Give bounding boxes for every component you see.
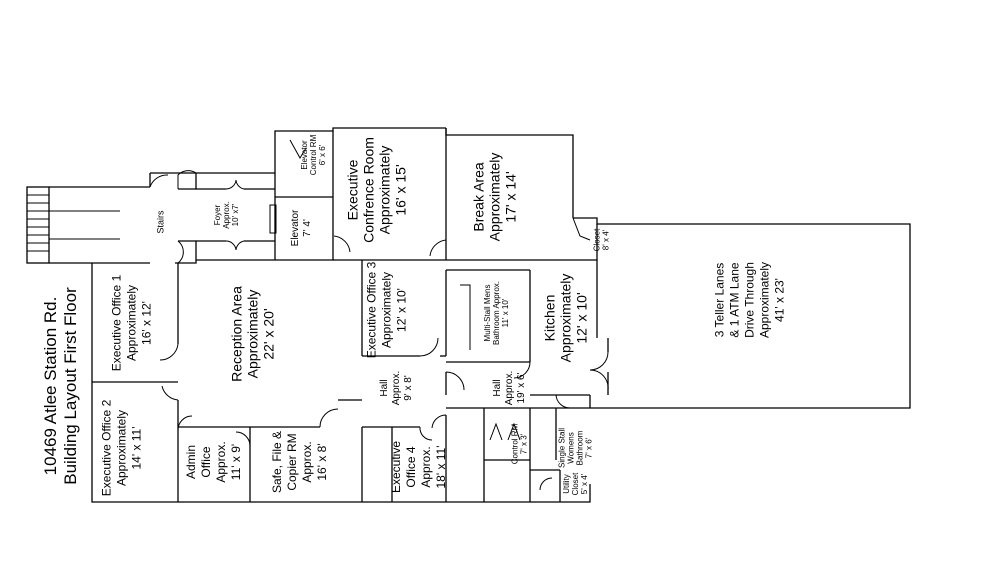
room-label-line: Drive Through <box>742 262 756 338</box>
room-label-line: Bathroom <box>576 430 585 465</box>
room-label-line: 12' x 10' <box>574 292 590 343</box>
room-label-line: Approximately <box>377 146 393 235</box>
room-label-line: Break Area <box>471 162 487 231</box>
room-label-line: 10' x7' <box>231 203 240 226</box>
room-label-line: Office 4 <box>404 446 418 487</box>
room-label-line: Approx. <box>504 371 515 405</box>
room-label-line: 7' 4' <box>302 219 313 237</box>
room-label-line: Closet <box>571 472 580 495</box>
room-label-line: 16' x 12' <box>139 301 153 345</box>
room-label-line: Copier RM <box>285 433 299 490</box>
walls <box>26 127 911 503</box>
room-label-line: Hall <box>492 379 503 396</box>
room-label-line: Closet <box>593 228 602 251</box>
room-label-line: 22' x 20' <box>261 308 277 359</box>
room-label-line: Approx. <box>300 441 314 482</box>
room-label-line: Control RM <box>511 423 520 464</box>
room-label-line: 19' x 6' <box>516 372 527 403</box>
room-label-line: Office <box>199 446 213 477</box>
room-label-line: Foyer <box>213 204 222 225</box>
room-label-line: Confrence Room <box>361 137 377 243</box>
room-label-line: Multi-Stall Mens <box>483 285 492 342</box>
room-label-line: Approx. <box>214 441 228 482</box>
room-label-line: Approximately <box>487 153 503 242</box>
title-line-1: 10469 Atlee Station Rd. <box>41 297 60 476</box>
room-label-line: Womens <box>567 432 576 463</box>
room-label-line: 12' x 10' <box>394 288 408 332</box>
room-label-line: & 1 ATM Lane <box>727 262 741 337</box>
room-label-line: 11' x 10' <box>501 298 510 327</box>
room-label-line: Approximately <box>757 262 771 338</box>
room-label-line: Elevator <box>290 209 301 246</box>
room-label-line: 9' x 8' <box>403 375 414 401</box>
room-label-line: Approximately <box>114 410 128 486</box>
room-label-line: Approximately <box>245 290 261 379</box>
room-label-line: Kitchen <box>542 295 558 342</box>
stair-treads <box>26 172 196 264</box>
room-label-line: Approx. <box>222 201 231 229</box>
room-label-line: Utility <box>562 474 571 494</box>
room-label-line: Control RM <box>309 134 318 175</box>
room-label-line: 41' x 23' <box>772 278 786 322</box>
room-label-line: Approx. <box>419 446 433 487</box>
room-label-line: Executive Office 1 <box>109 274 123 371</box>
room-label-line: Approx. <box>391 371 402 405</box>
room-label-line: 6' x 6' <box>318 144 327 165</box>
room-label-line: Elevator <box>300 140 309 170</box>
room-label-line: Executive Office 3 <box>364 261 378 358</box>
title-line-2: Building Layout First Floor <box>61 287 80 485</box>
title-block: 10469 Atlee Station Rd. Building Layout … <box>41 287 80 485</box>
room-label-line: 16' x 15' <box>393 164 409 215</box>
room-label-line: 18' x 11' <box>434 445 448 488</box>
room-label-line: Approximately <box>558 274 574 363</box>
room-label-line: 11' x 9' <box>229 444 243 480</box>
room-label-line: 5' x 4' <box>580 473 589 494</box>
room-label-line: Approximately <box>124 285 138 361</box>
room-label-line: 7' x 3' <box>520 433 529 454</box>
room-label-line: 14' x 11' <box>129 426 143 469</box>
room-label-line: 17' x 14' <box>503 171 519 222</box>
room-label-line: Admin <box>184 445 198 479</box>
room-label-line: Executive <box>345 159 361 220</box>
room-label-line: Approximately <box>379 272 393 348</box>
room-label-stairs: Stairs <box>156 210 166 234</box>
room-label-line: 16' x 8' <box>315 443 329 480</box>
room-label-line: 3 Teller Lanes <box>712 263 726 338</box>
room-label-line: Safe, File & <box>270 431 284 493</box>
room-label-line: Executive Office 2 <box>99 399 113 496</box>
room-label-line: Hall <box>379 379 390 396</box>
room-label-line: Single Stall <box>558 428 567 468</box>
room-label-line: Bathroom Approx. <box>492 281 501 345</box>
room-label-line: Reception Area <box>229 286 245 382</box>
room-label-line: 7' x 6' <box>585 437 594 458</box>
room-label-line: 8' x 4' <box>602 229 611 250</box>
room-label-line: Stairs <box>156 210 166 234</box>
door-swings <box>149 139 609 491</box>
room-label-line: Executive <box>389 441 403 493</box>
